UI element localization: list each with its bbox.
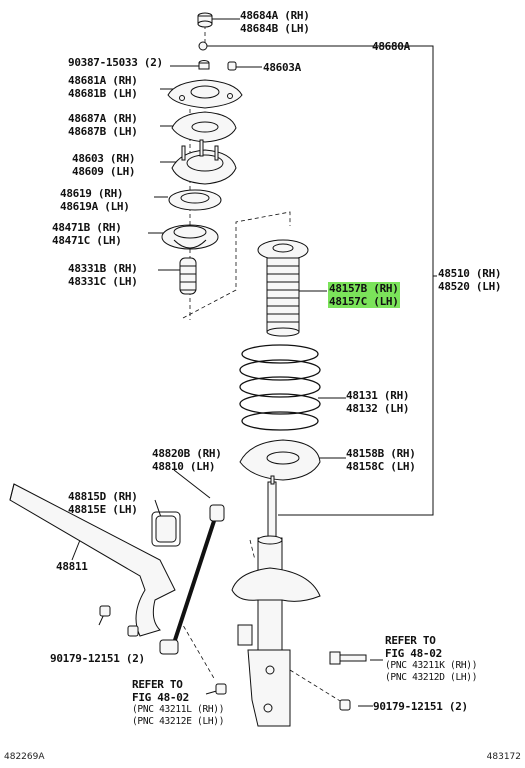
label-48684: 48684A (RH) 48684B (LH) <box>240 9 310 35</box>
refer-bottom-line2: FIG 48-02 <box>132 691 189 704</box>
refer-bottom-pnc-rh: (PNC 43211L (RH)) <box>132 704 225 715</box>
label-48132-lh: 48132 (LH) <box>346 402 410 415</box>
label-48603a: 48603A <box>263 61 301 74</box>
label-48158c-lh: 48158C (LH) <box>346 460 416 473</box>
label-48609-lh: 48609 (LH) <box>72 165 136 178</box>
refer-top-line1: REFER TO <box>385 634 436 647</box>
label-90179-right: 90179-12151 (2) <box>373 700 468 713</box>
label-48687: 48687A (RH) 48687B (LH) <box>68 112 138 138</box>
label-48820: 48820B (RH) 48810 (LH) <box>152 447 222 473</box>
coil-spring-48131 <box>239 344 321 431</box>
label-48603-rh: 48603 (RH) <box>72 152 136 165</box>
label-48471b-rh: 48471B (RH) <box>52 221 122 234</box>
label-48157: 48157B (RH) 48157C (LH) <box>328 282 400 308</box>
label-48131-rh: 48131 (RH) <box>346 389 410 402</box>
footer-left-code: 482269A <box>4 752 45 762</box>
label-48810-lh: 48810 (LH) <box>152 460 216 473</box>
label-48820b-rh: 48820B (RH) <box>152 447 222 460</box>
label-48131: 48131 (RH) 48132 (LH) <box>346 389 410 415</box>
label-48687-rh: 48687A (RH) <box>68 112 138 125</box>
label-48603a-text: 48603A <box>263 61 301 74</box>
label-48684-lh: 48684B (LH) <box>240 22 310 35</box>
label-48815e-lh: 48815E (LH) <box>68 503 138 516</box>
label-90387-text: 90387-15033 (2) <box>68 56 163 69</box>
label-refer-top: REFER TO FIG 48-02 (PNC 43211K (RH)) (PN… <box>385 634 477 684</box>
label-90387: 90387-15033 (2) <box>68 56 163 69</box>
label-48815d-rh: 48815D (RH) <box>68 490 138 503</box>
label-48471c-lh: 48471C (LH) <box>52 234 122 247</box>
label-48680a-text: 48680A <box>372 40 410 53</box>
label-48811-text: 48811 <box>56 560 88 573</box>
label-48811: 48811 <box>56 560 88 573</box>
label-48687-lh: 48687B (LH) <box>68 125 138 138</box>
label-48510-rh: 48510 (RH) <box>438 267 502 280</box>
label-48681-rh: 48681A (RH) <box>68 74 138 87</box>
label-90179-right-text: 90179-12151 (2) <box>373 700 468 713</box>
bracket-48680a-line <box>205 45 434 516</box>
label-48619: 48619 (RH) 48619A (LH) <box>60 187 130 213</box>
label-48680a: 48680A <box>372 40 410 53</box>
label-48619a-lh: 48619A (LH) <box>60 200 130 213</box>
label-48158: 48158B (RH) 48158C (LH) <box>346 447 416 473</box>
label-48331: 48331B (RH) 48331C (LH) <box>68 262 138 288</box>
label-48681: 48681A (RH) 48681B (LH) <box>68 74 138 100</box>
label-48510: 48510 (RH) 48520 (LH) <box>438 267 502 293</box>
label-48471: 48471B (RH) 48471C (LH) <box>52 221 122 247</box>
label-48619-rh: 48619 (RH) <box>60 187 124 200</box>
label-48331c-lh: 48331C (LH) <box>68 275 138 288</box>
refer-bottom-pnc-lh: (PNC 43212E (LH)) <box>132 716 225 727</box>
label-48157b-rh-highlighted: 48157B (RH) <box>328 282 400 295</box>
label-90179-left: 90179-12151 (2) <box>50 652 145 665</box>
refer-top-line2: FIG 48-02 <box>385 647 442 660</box>
refer-bottom-line1: REFER TO <box>132 678 183 691</box>
label-48331b-rh: 48331B (RH) <box>68 262 138 275</box>
label-refer-bottom: REFER TO FIG 48-02 (PNC 43211L (RH)) (PN… <box>132 678 224 728</box>
label-48157c-lh-highlighted: 48157C (LH) <box>328 295 400 308</box>
label-48684-rh: 48684A (RH) <box>240 9 310 22</box>
label-90179-left-text: 90179-12151 (2) <box>50 652 145 665</box>
label-48681-lh: 48681B (LH) <box>68 87 138 100</box>
label-48158b-rh: 48158B (RH) <box>346 447 416 460</box>
label-48815: 48815D (RH) 48815E (LH) <box>68 490 138 516</box>
refer-top-pnc-lh: (PNC 43212D (LH)) <box>385 672 478 683</box>
footer-right-code: 483172 <box>486 752 521 762</box>
label-48520-lh: 48520 (LH) <box>438 280 502 293</box>
label-48603: 48603 (RH) 48609 (LH) <box>72 152 136 178</box>
refer-top-pnc-rh: (PNC 43211K (RH)) <box>385 660 478 671</box>
